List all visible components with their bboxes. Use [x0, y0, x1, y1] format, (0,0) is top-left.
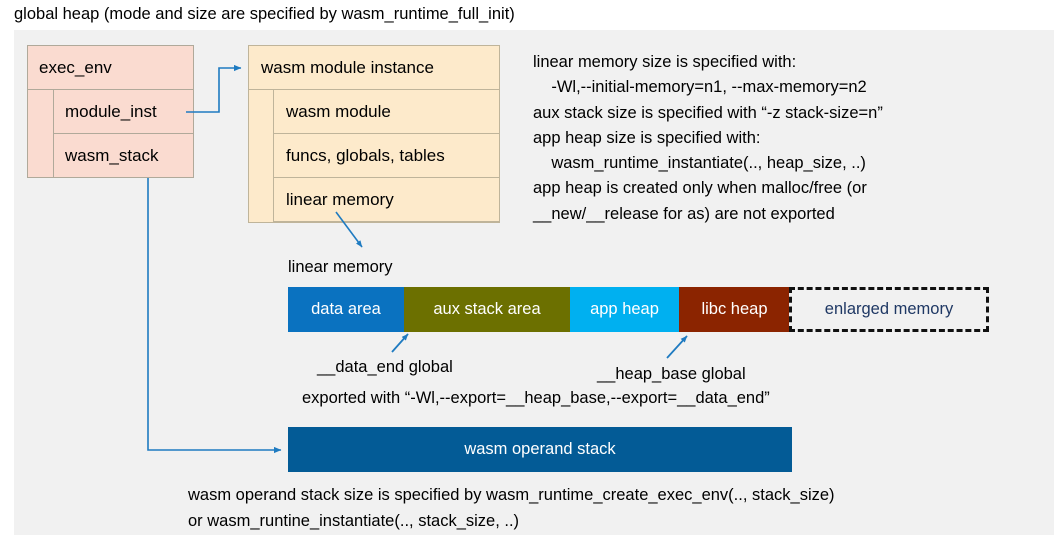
page-title: global heap (mode and size are specified… [14, 5, 515, 23]
exec-env-row-module-inst: module_inst [53, 89, 194, 134]
memory-segment-enlarged-memory: enlarged memory [789, 287, 989, 332]
annotation-heap-base-global: __heap_base global [597, 365, 746, 383]
memory-segment-libc-heap: libc heap [679, 287, 790, 332]
memory-segment-data-area: data area [288, 287, 404, 332]
linear-memory-bar: data area aux stack area app heap libc h… [288, 287, 989, 332]
exec-env-header: exec_env [27, 45, 194, 90]
exec-env-row-wasm-stack: wasm_stack [53, 133, 194, 178]
module-instance-row-funcs-globals-tables: funcs, globals, tables [273, 133, 500, 178]
module-instance-row-wasm-module: wasm module [273, 89, 500, 134]
module-instance-row-linear-memory: linear memory [273, 177, 500, 222]
annotation-data-end-global: __data_end global [317, 358, 453, 376]
operand-stack-notes: wasm operand stack size is specified by … [188, 486, 835, 530]
memory-segment-aux-stack-area: aux stack area [404, 287, 570, 332]
memory-config-notes: linear memory size is specified with: -W… [533, 53, 883, 223]
annotation-exported-with: exported with “-Wl,--export=__heap_base,… [302, 389, 770, 407]
linear-memory-label: linear memory [288, 258, 393, 276]
memory-segment-app-heap: app heap [570, 287, 679, 332]
wasm-operand-stack-box: wasm operand stack [288, 427, 792, 472]
module-instance-header: wasm module instance [248, 45, 500, 90]
